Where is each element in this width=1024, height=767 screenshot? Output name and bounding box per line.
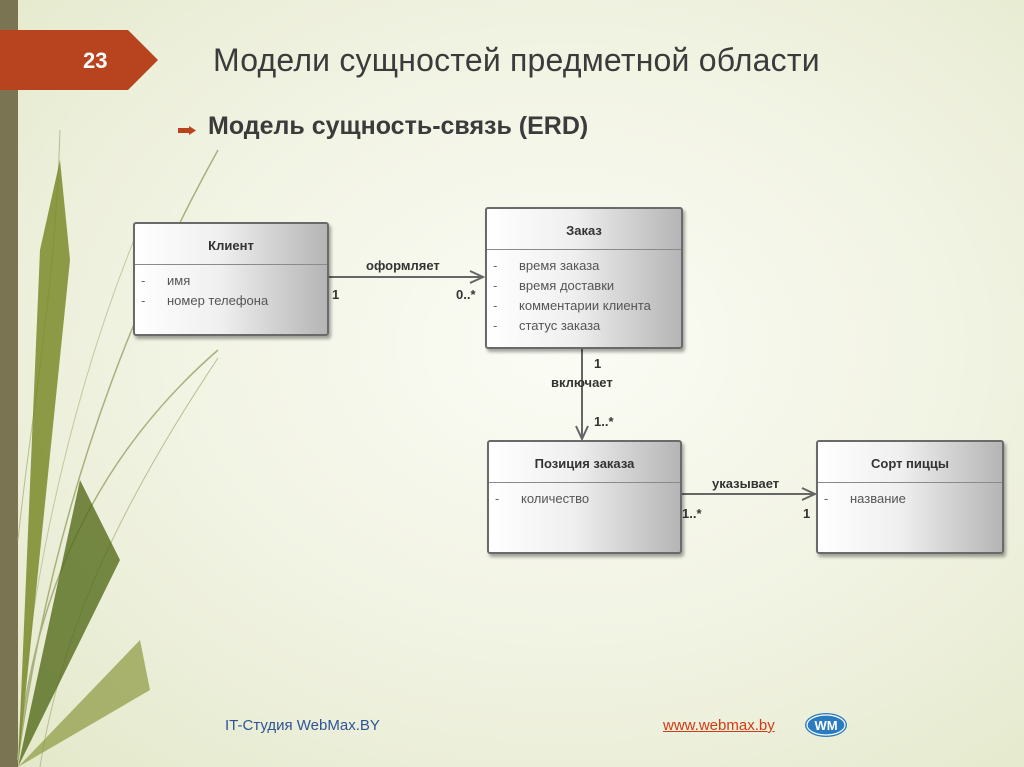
multiplicity-item-right: 1..* (682, 506, 702, 521)
entity-pizza-sort: Сорт пиццы -название (816, 440, 1004, 554)
entity-pizza-sort-name: Сорт пиццы (818, 442, 1002, 483)
entity-order: Заказ -время заказа -время доставки -ком… (485, 207, 683, 349)
slide-title: Модели сущностей предметной области (213, 42, 820, 78)
left-accent-bar (0, 0, 18, 767)
multiplicity-client: 1 (332, 287, 340, 302)
entity-client-attr: -номер телефона (141, 293, 269, 308)
entity-client-attr: -имя (141, 273, 191, 288)
slide-number-banner: 23 (0, 30, 158, 90)
entity-order-attr: -статус заказа (493, 318, 601, 333)
entity-client: Клиент -имя -номер телефона (133, 222, 329, 336)
entity-client-name: Клиент (135, 224, 327, 265)
entity-order-attr: -время заказа (493, 258, 600, 273)
arrowhead-item-sort (801, 487, 818, 501)
entity-order-attr: -время доставки (493, 278, 615, 293)
decorative-leaves (17, 129, 219, 767)
entity-order-name: Заказ (487, 209, 681, 250)
slide-subtitle: Модель сущность-связь (ERD) (208, 112, 589, 140)
footer-website-link[interactable]: www.webmax.by (663, 717, 775, 734)
multiplicity-order-top: 1 (594, 356, 602, 371)
multiplicity-item-top: 1..* (594, 414, 614, 429)
entity-order-item: Позиция заказа -количество (487, 440, 682, 554)
slide-number: 23 (83, 48, 108, 73)
footer-studio-text: IT-Студия WebMax.BY (225, 717, 380, 734)
relation-label-order-item: включает (551, 375, 613, 390)
entity-order-item-attr: -количество (495, 491, 590, 506)
arrowhead-client-order (469, 270, 486, 284)
entity-order-attr: -комментарии клиента (493, 298, 651, 313)
relation-label-item-sort: указывает (712, 476, 780, 491)
arrowhead-order-item (575, 425, 589, 442)
multiplicity-order: 0..* (456, 287, 476, 302)
relation-label-client-order: оформляет (366, 258, 440, 273)
svg-text:WM: WM (814, 718, 837, 733)
entity-order-item-name: Позиция заказа (489, 442, 680, 483)
multiplicity-sort: 1 (803, 506, 811, 521)
webmax-logo-icon: WM (805, 713, 847, 737)
arrow-bullet-icon (178, 126, 196, 135)
entity-pizza-sort-attr: -название (824, 491, 906, 506)
